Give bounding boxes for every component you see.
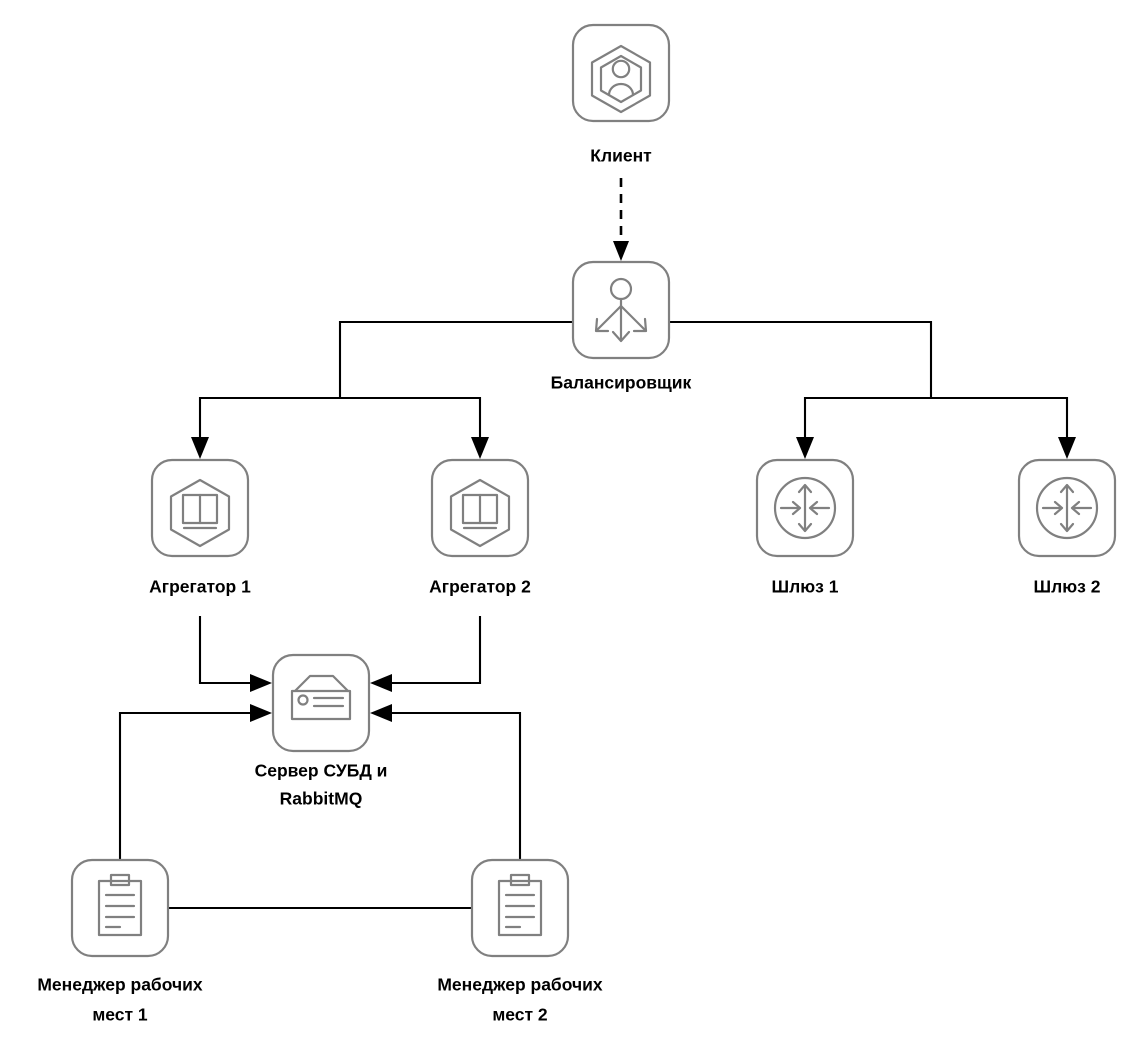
node-workmanager2[interactable]: Менеджер рабочих мест 2 (437, 858, 603, 1025)
edge-line (340, 396, 482, 438)
node-label-line1: Менеджер рабочих (437, 975, 603, 995)
edge-line (198, 616, 251, 685)
node-dbserver[interactable]: Сервер СУБД и RabbitMQ (255, 653, 388, 809)
edge-line (118, 711, 251, 860)
node-gateway2[interactable]: Шлюз 2 (1017, 458, 1117, 597)
edge-line (391, 711, 522, 860)
node-label-line2: RabbitMQ (280, 789, 363, 809)
aggregator-hexagon-icon (169, 478, 231, 548)
node-label-line1: Менеджер рабочих (37, 975, 203, 995)
node-balancer[interactable]: Балансировщик (551, 260, 692, 393)
arrow-head-icon (250, 704, 272, 722)
user-hexagon-icon (590, 44, 652, 114)
load-balancer-icon (594, 277, 648, 343)
arrow-head-icon (1058, 437, 1076, 459)
node-label: Шлюз 2 (1034, 577, 1101, 597)
node-label-line2: мест 1 (92, 1005, 148, 1025)
arrow-head-icon (613, 241, 629, 261)
node-gateway1[interactable]: Шлюз 1 (755, 458, 855, 597)
edges-layer (118, 178, 1076, 910)
edge-workmanager2-to-dbserver (370, 704, 522, 860)
edge-aggregator1-to-dbserver (198, 616, 272, 692)
arrow-head-icon (471, 437, 489, 459)
node-workmanager1[interactable]: Менеджер рабочих мест 1 (37, 858, 203, 1025)
gateway-converge-icon (773, 476, 837, 540)
clipboard-icon (497, 873, 543, 937)
edge-client-to-balancer (613, 178, 629, 261)
edge-aggregator2-to-dbserver (370, 616, 482, 692)
node-box[interactable] (70, 858, 170, 958)
node-label-line2: мест 2 (492, 1005, 548, 1025)
node-label: Шлюз 1 (772, 577, 839, 597)
edge-balancer-to-gateway1 (669, 320, 933, 459)
database-server-icon (290, 674, 352, 721)
node-client[interactable]: Клиент (571, 23, 671, 166)
node-label-line1: Сервер СУБД и (255, 761, 388, 781)
node-label: Балансировщик (551, 373, 692, 393)
node-label: Агрегатор 2 (429, 577, 531, 597)
edge-line (198, 320, 573, 438)
arrow-head-icon (250, 674, 272, 692)
node-aggregator2[interactable]: Агрегатор 2 (429, 458, 531, 597)
edge-workmanager1-to-dbserver (118, 704, 272, 860)
node-aggregator1[interactable]: Агрегатор 1 (149, 458, 251, 597)
gateway-converge-icon (1035, 476, 1099, 540)
aggregator-hexagon-icon (449, 478, 511, 548)
node-label: Агрегатор 1 (149, 577, 251, 597)
edge-line (669, 320, 933, 438)
node-box[interactable] (271, 653, 371, 753)
edge-balancer-to-gateway2 (931, 396, 1076, 459)
edge-balancer-to-aggregator2 (340, 396, 489, 459)
arrow-head-icon (370, 704, 392, 722)
node-box[interactable] (571, 23, 671, 123)
node-box[interactable] (470, 858, 570, 958)
edge-line (931, 396, 1069, 438)
node-label: Клиент (590, 146, 652, 166)
edge-balancer-to-aggregator1 (191, 320, 573, 459)
clipboard-icon (97, 873, 143, 937)
arrow-head-icon (191, 437, 209, 459)
edge-line (391, 616, 482, 685)
arrow-head-icon (370, 674, 392, 692)
arrow-head-icon (796, 437, 814, 459)
